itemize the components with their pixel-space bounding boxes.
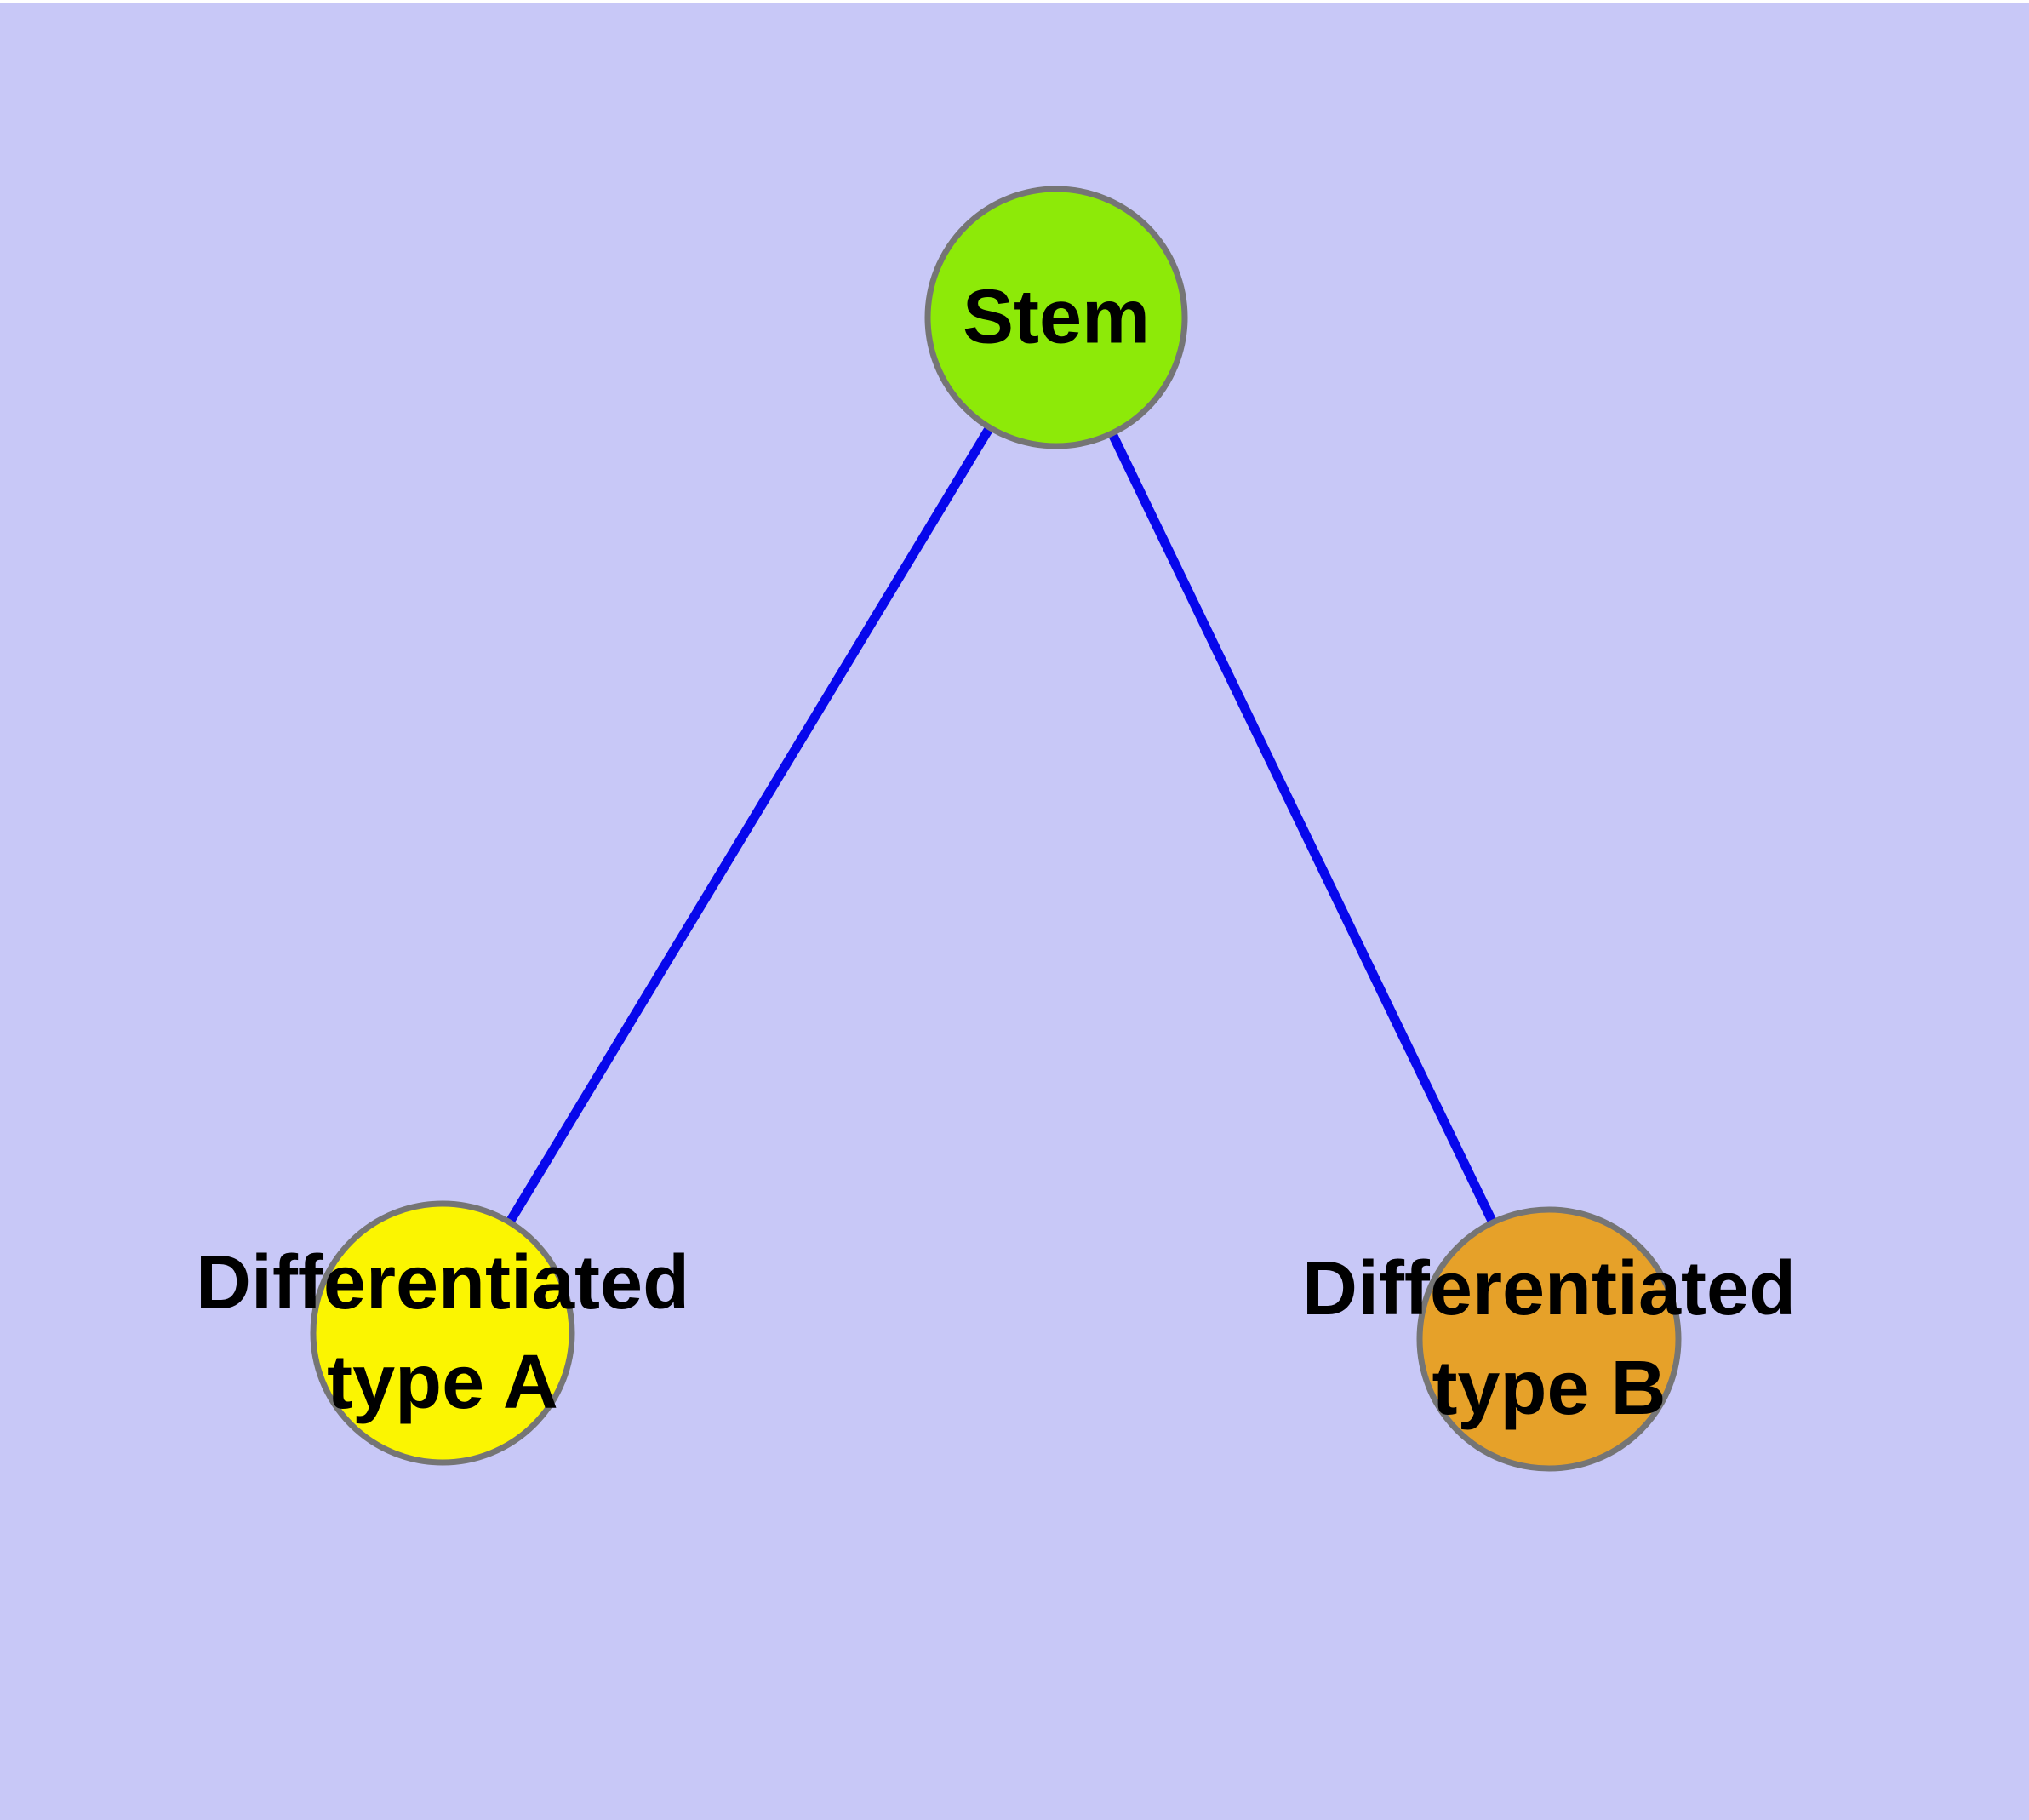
node-type-b-circle [1416,1206,1682,1472]
node-type-a-label: Differentiated type A [196,1233,689,1433]
node-stem-label: Stem [963,268,1150,368]
node-type-b-label-line2: type B [1432,1346,1666,1431]
node-type-a-circle [310,1200,575,1466]
node-type-a-label-line2: type A [327,1340,558,1425]
edge-stem-to-type-a [438,315,1060,1336]
node-stem-circle [924,186,1188,449]
node-type-a-label-line1: Differentiated [195,1240,690,1325]
node-type-b-label-line1: Differentiated [1301,1246,1797,1331]
edge-stem-to-type-b [1052,315,1553,1342]
node-type-b-label: Differentiated type B [1302,1239,1796,1439]
node-stem-label-line1: Stem [962,274,1151,360]
top-edge-strip [0,0,2029,3]
